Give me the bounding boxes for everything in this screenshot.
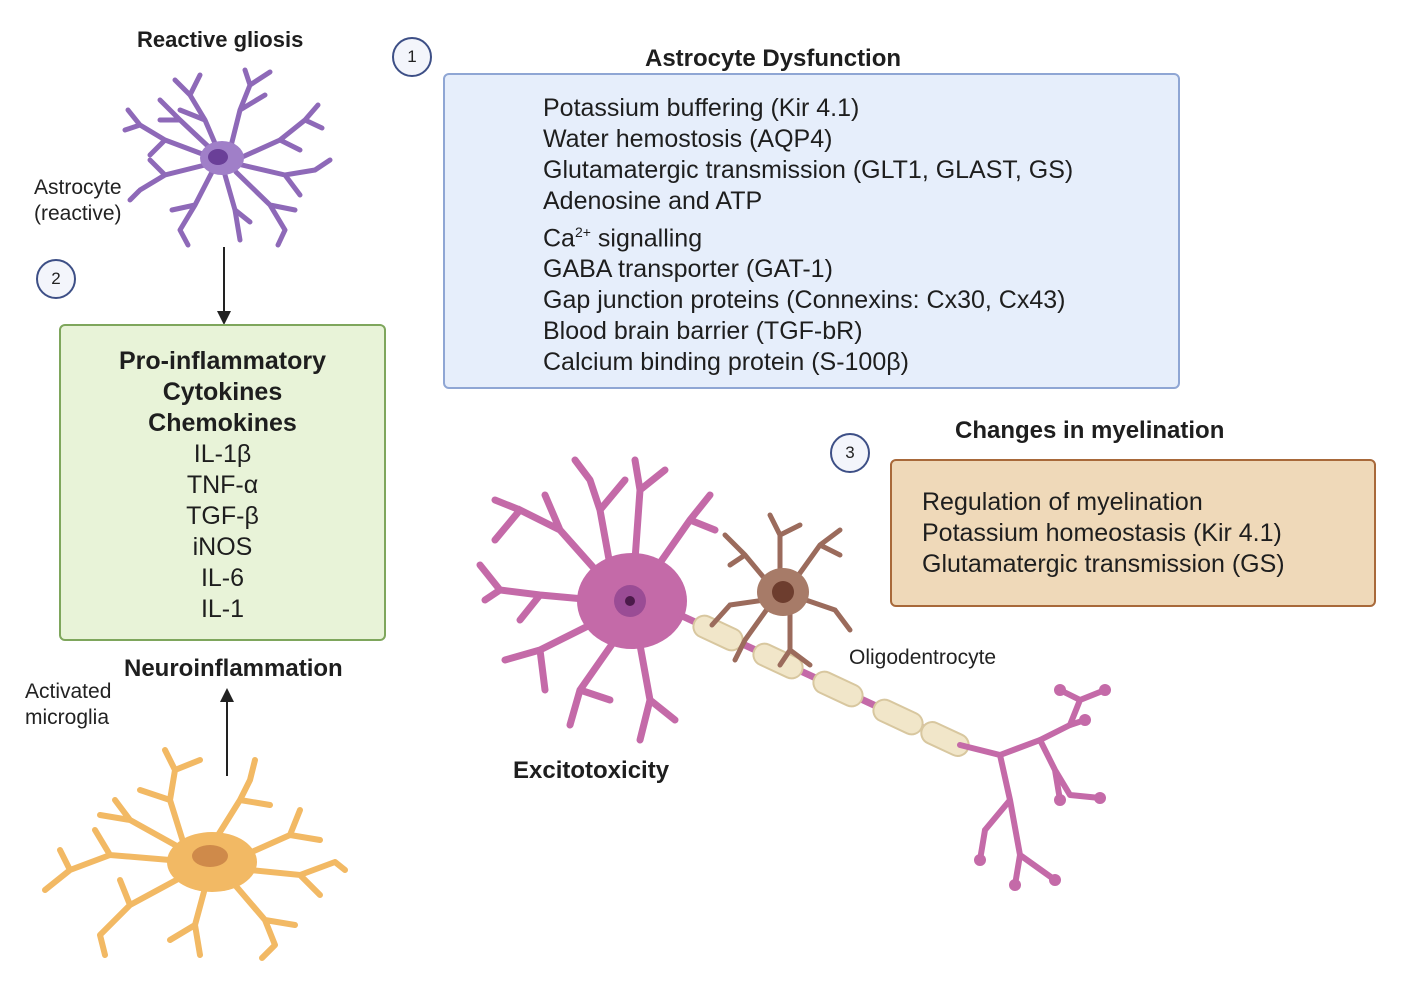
myelin-sheath	[692, 614, 970, 757]
oligodendrocyte-label: Oligodentrocyte	[849, 646, 997, 669]
astrocyte-label-line2: (reactive)	[34, 202, 122, 225]
step-badge-2: 2	[36, 259, 76, 299]
astrocyte-dysfunction-list: Potassium buffering (Kir 4.1) Water hemo…	[543, 93, 1073, 378]
microglia-label-line1: Activated	[25, 680, 112, 703]
list-item: Potassium homeostasis (Kir 4.1)	[922, 519, 1282, 547]
list-item: Potassium buffering (Kir 4.1)	[543, 94, 860, 122]
step-badge-1: 1	[392, 37, 432, 77]
list-item: Glutamatergic transmission (GLT1, GLAST,…	[543, 156, 1074, 184]
astrocyte-dysfunction-title: Astrocyte Dysfunction	[645, 45, 902, 72]
oligodendrocyte-processes	[709, 512, 853, 668]
reactive-gliosis-title: Reactive gliosis	[137, 27, 304, 52]
reactive-astrocyte-icon	[122, 67, 333, 248]
cytokine-item: IL-1β	[193, 440, 252, 468]
excitotoxicity-title: Excitotoxicity	[513, 757, 670, 784]
list-item: GABA transporter (GAT-1)	[543, 255, 833, 284]
myelination-box: Regulation of myelination Potassium home…	[890, 459, 1376, 607]
list-item: Adenosine and ATP	[543, 187, 763, 215]
cytokine-item: IL-6	[200, 564, 245, 592]
neuroinflammation-title: Neuroinflammation	[124, 655, 343, 682]
calcium-suffix: signalling	[590, 224, 703, 253]
cytokines-heading: Pro-inflammatory	[119, 347, 326, 375]
microglia-label: Activated microglia	[25, 679, 111, 731]
cytokines-heading: Cytokines	[162, 378, 283, 406]
cytokine-item: iNOS	[192, 533, 253, 561]
oligodendrocyte-nucleus	[772, 581, 794, 603]
list-item: Water hemostosis (AQP4)	[543, 125, 833, 153]
calcium-symbol: Ca	[543, 224, 575, 253]
astrocyte-label-line1: Astrocyte	[34, 176, 122, 199]
neuron-nucleolus	[625, 596, 635, 606]
list-item: Blood brain barrier (TGF-bR)	[543, 317, 863, 346]
microglia-nucleus	[192, 845, 228, 867]
list-item: Calcium binding protein (S-100β)	[543, 348, 909, 377]
terminal-boutons	[974, 684, 1111, 891]
astrocyte-nucleus	[208, 149, 228, 165]
list-item: Glutamatergic transmission (GS)	[922, 550, 1285, 578]
axon-terminal	[957, 687, 1108, 888]
step-badge-3: 3	[830, 433, 870, 473]
cytokine-item: IL-1	[200, 595, 245, 623]
neuron-dendrites	[476, 456, 719, 744]
cytokines-list: Pro-inflammatory Cytokines Chemokines IL…	[61, 346, 384, 625]
calcium-superscript: 2+	[574, 224, 591, 240]
list-item: Gap junction proteins (Connexins: Cx30, …	[543, 286, 1066, 315]
microglia-icon	[42, 747, 348, 961]
astrocyte-label: Astrocyte (reactive)	[34, 175, 122, 227]
cytokines-box: Pro-inflammatory Cytokines Chemokines IL…	[59, 324, 386, 641]
list-item: Regulation of myelination	[922, 488, 1203, 516]
microglia-label-line2: microglia	[25, 706, 110, 729]
cytokines-heading: Chemokines	[148, 409, 297, 437]
myelination-title: Changes in myelination	[955, 417, 1225, 444]
cytokine-item: TGF-β	[186, 502, 259, 530]
cytokine-item: TNF-α	[186, 471, 259, 499]
astrocyte-dysfunction-box: Potassium buffering (Kir 4.1) Water hemo…	[443, 73, 1180, 389]
myelination-list: Regulation of myelination Potassium home…	[922, 487, 1285, 580]
list-item-calcium: Ca2+ signalling	[543, 217, 1073, 254]
